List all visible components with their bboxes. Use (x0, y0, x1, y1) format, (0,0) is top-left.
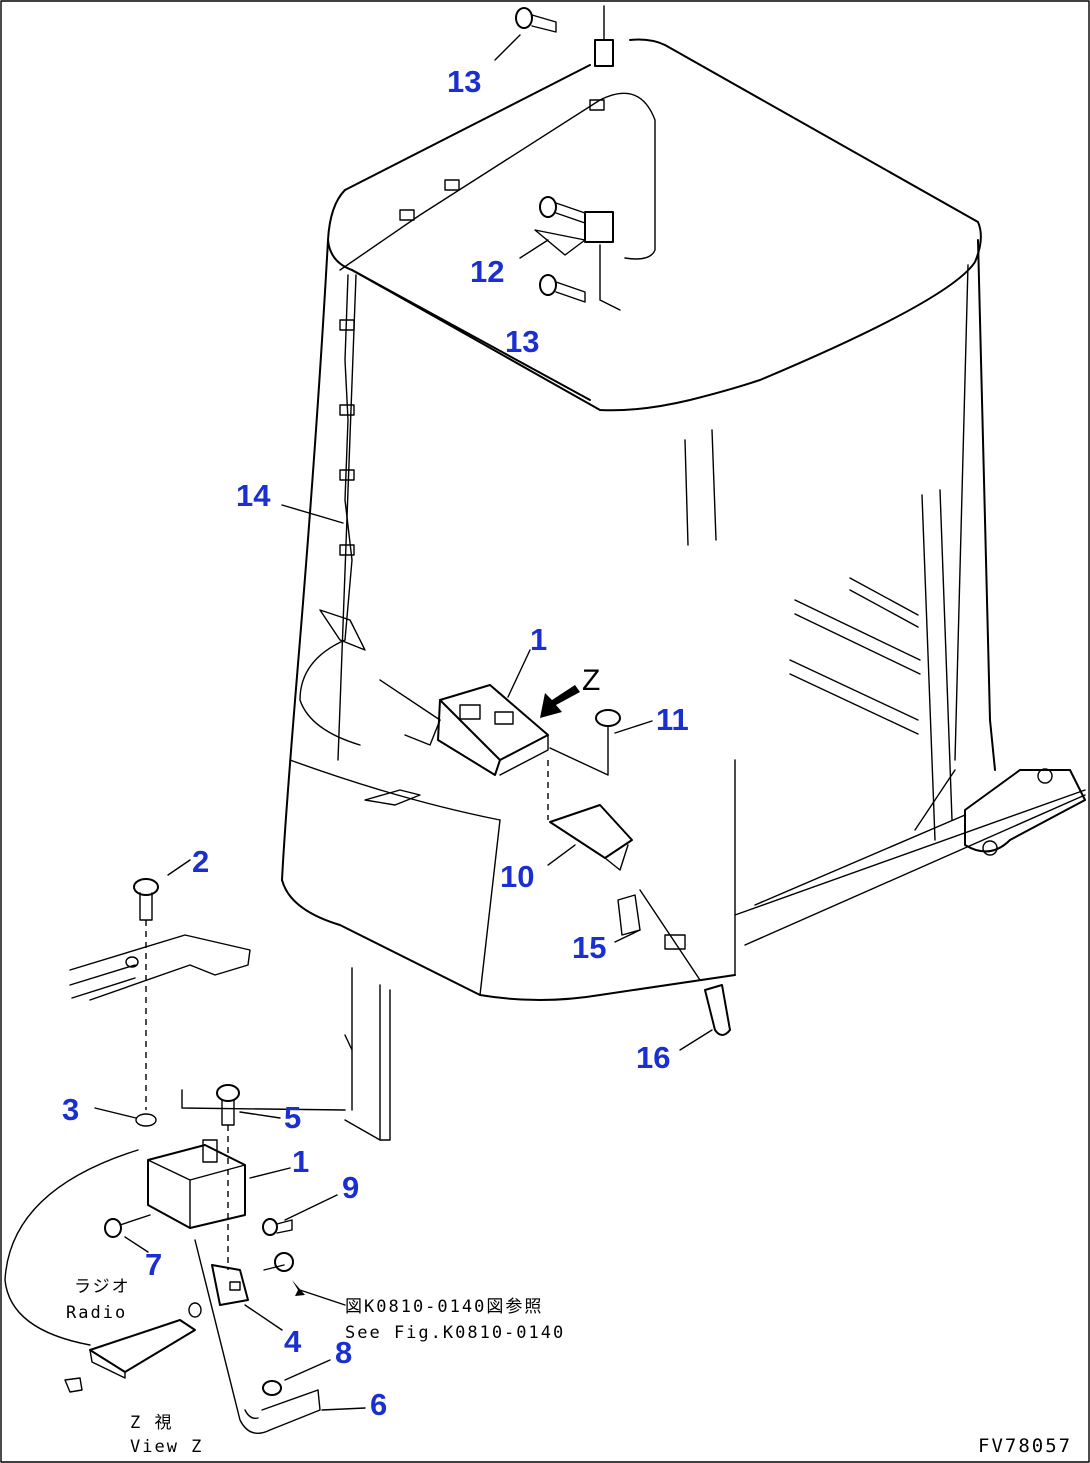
callout-15: 15 (572, 930, 606, 965)
view-label-jp: Z 視 (130, 1413, 173, 1433)
callout-3: 3 (62, 1092, 79, 1127)
radio-label-en: Radio (66, 1303, 127, 1323)
callout-13-top: 13 (447, 64, 481, 99)
view-z-arrow (540, 685, 580, 718)
callout-13-mid: 13 (505, 324, 539, 359)
view-z-detail (4, 878, 391, 1434)
callout-6: 6 (370, 1387, 387, 1422)
view-label-en: View Z (130, 1437, 203, 1457)
radio-unit-mounted (364, 679, 580, 806)
callout-12: 12 (470, 254, 504, 289)
leader-lines (94, 34, 713, 1411)
callout-14: 14 (236, 478, 271, 513)
callout-5: 5 (284, 1100, 301, 1135)
callout-10: 10 (500, 859, 534, 894)
callout-7: 7 (145, 1247, 162, 1282)
callout-2: 2 (192, 844, 209, 879)
callout-1-detail: 1 (292, 1144, 309, 1179)
radio-label-jp: ラジオ (74, 1277, 131, 1297)
callout-1-mounted: 1 (530, 622, 547, 657)
reference-label-jp: 図K0810-0140図参照 (345, 1297, 543, 1317)
drawing-code: FV78057 (978, 1435, 1072, 1457)
antenna-cable (299, 92, 656, 746)
callout-8: 8 (335, 1335, 352, 1370)
antenna-mount-top (515, 5, 621, 311)
callout-16: 16 (636, 1040, 670, 1075)
speaker-bracket (547, 709, 731, 1036)
callout-4: 4 (284, 1324, 302, 1359)
cab-body (281, 38, 1086, 1001)
reference-label-en: See Fig.K0810-0140 (345, 1323, 565, 1343)
callout-9: 9 (342, 1170, 359, 1205)
callout-11: 11 (656, 702, 689, 737)
view-z-marker: Z (582, 664, 600, 697)
